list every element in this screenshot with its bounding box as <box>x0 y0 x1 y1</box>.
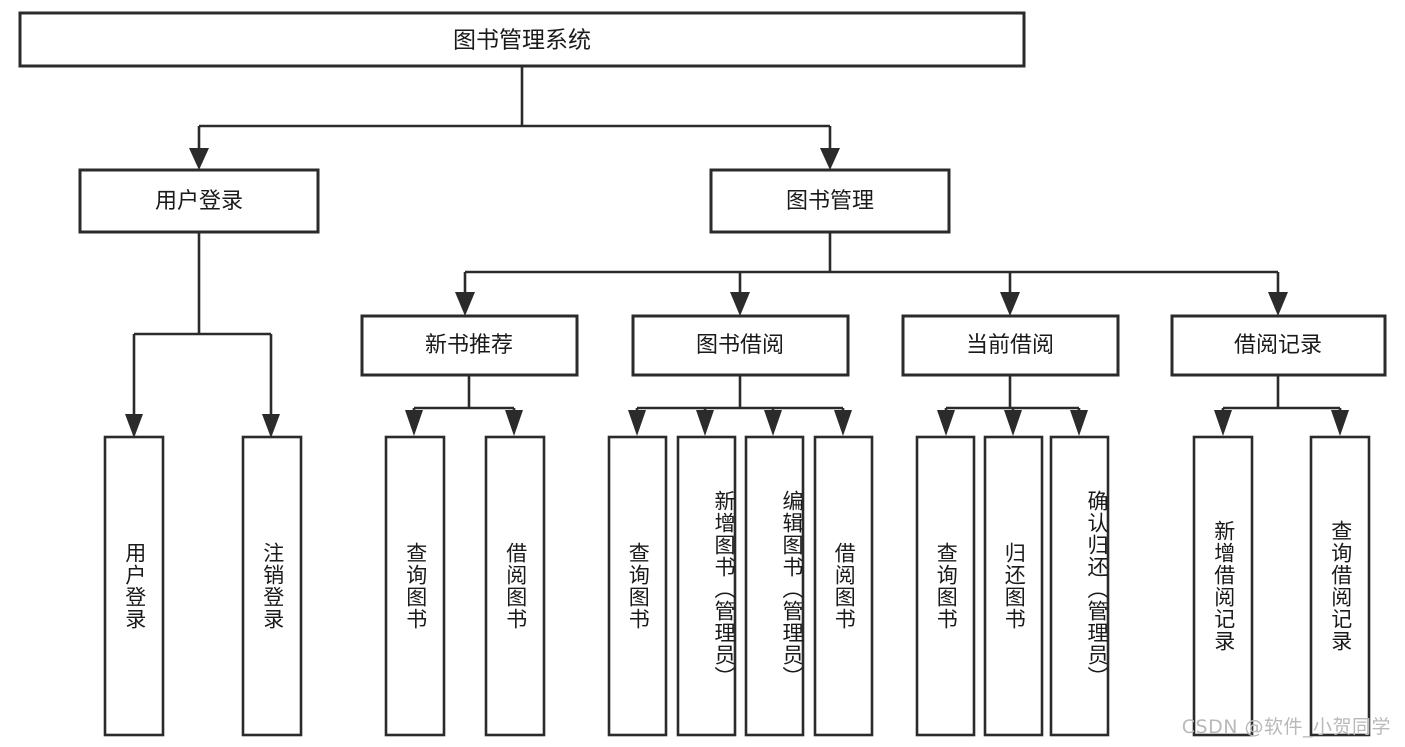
leaf-box-currentborrow-2[interactable] <box>983 435 1044 737</box>
node-borrow-record[interactable]: 借阅记录 <box>1170 314 1387 377</box>
arrow-head-bookmgmt <box>820 148 840 170</box>
arrow-head-newbook-l2 <box>505 410 523 436</box>
leaf-box-user-login-2[interactable] <box>241 435 303 737</box>
arrow-head-newbook-l1 <box>405 410 423 436</box>
arrow-head-currentborrow-l2 <box>1004 410 1022 436</box>
arrow-head-userlogin <box>189 148 209 170</box>
connector-group-userlogin <box>125 232 280 438</box>
node-borrow-record-box <box>1170 314 1387 377</box>
leaf-box-bookborrow-1[interactable] <box>607 435 668 737</box>
node-user-login[interactable]: 用户登录 <box>78 168 320 234</box>
leaf-box-bookborrow-3[interactable] <box>744 435 805 737</box>
leaf-box-borrowrecord-2[interactable] <box>1309 435 1371 737</box>
leaf-box-bookborrow-4[interactable] <box>813 435 874 737</box>
leaf-boxes-borrow-record <box>1192 435 1371 737</box>
node-borrow-record-label: 借阅记录 <box>1234 333 1322 358</box>
connector-group-root <box>189 66 840 170</box>
csdn-watermark: CSDN @软件_小贺同学 <box>1181 716 1391 738</box>
connector-group-currentborrow <box>937 375 1088 436</box>
connector-group-borrowrecord <box>1214 375 1349 436</box>
leaf-boxes-book-borrow <box>607 435 874 737</box>
node-root-box <box>18 11 1026 68</box>
node-current-borrow[interactable]: 当前借阅 <box>901 314 1120 377</box>
node-current-borrow-box <box>901 314 1120 377</box>
node-book-management-box <box>709 168 951 234</box>
node-root-system[interactable]: 图书管理系统 <box>18 11 1026 68</box>
leaf-box-borrowrecord-1[interactable] <box>1192 435 1254 737</box>
leaf-box-bookborrow-2[interactable] <box>676 435 737 737</box>
arrow-head-bookborrow-l1 <box>628 410 646 436</box>
node-root-label: 图书管理系统 <box>453 28 591 54</box>
node-new-book-recommend-label: 新书推荐 <box>425 333 513 358</box>
leaf-box-newbook-2[interactable] <box>484 435 546 737</box>
arrow-head-userlogin-leaf1 <box>125 414 143 438</box>
connector-group-bookborrow <box>628 375 852 436</box>
leaf-boxes-user-login <box>103 435 303 737</box>
node-new-book-recommend[interactable]: 新书推荐 <box>360 314 579 377</box>
arrow-head-bookborrow-l2 <box>696 410 714 436</box>
leaf-box-newbook-1[interactable] <box>384 435 446 737</box>
leaf-boxes-new-book-recommend <box>384 435 546 737</box>
arrow-head-bookborrow <box>730 292 750 316</box>
node-book-management[interactable]: 图书管理 <box>709 168 951 234</box>
node-current-borrow-label: 当前借阅 <box>966 333 1054 358</box>
arrow-head-borrowrecord <box>1268 292 1288 316</box>
arrow-head-newbook <box>455 292 475 316</box>
node-book-borrow-box <box>631 314 850 377</box>
leaf-boxes-current-borrow <box>915 435 1110 737</box>
arrow-head-borrowrecord-l1 <box>1214 410 1232 436</box>
node-user-login-label: 用户登录 <box>155 189 243 214</box>
leaf-box-user-login-1[interactable] <box>103 435 165 737</box>
arrow-head-borrowrecord-l2 <box>1331 410 1349 436</box>
connector-group-bookmgmt <box>455 232 1288 316</box>
arrow-head-currentborrow-l3 <box>1070 410 1088 436</box>
node-book-management-label: 图书管理 <box>786 189 874 214</box>
leaf-box-currentborrow-1[interactable] <box>915 435 976 737</box>
connector-group-newbook <box>405 375 523 436</box>
node-new-book-recommend-box <box>360 314 579 377</box>
node-book-borrow[interactable]: 图书借阅 <box>631 314 850 377</box>
arrow-head-userlogin-leaf2 <box>262 414 280 438</box>
node-user-login-box <box>78 168 320 234</box>
node-book-borrow-label: 图书借阅 <box>696 333 784 358</box>
arrow-head-currentborrow <box>1000 292 1020 316</box>
arrow-head-bookborrow-l3 <box>764 410 782 436</box>
leaf-box-currentborrow-3[interactable] <box>1049 435 1110 737</box>
arrow-head-bookborrow-l4 <box>834 410 852 436</box>
arrow-head-currentborrow-l1 <box>937 410 955 436</box>
